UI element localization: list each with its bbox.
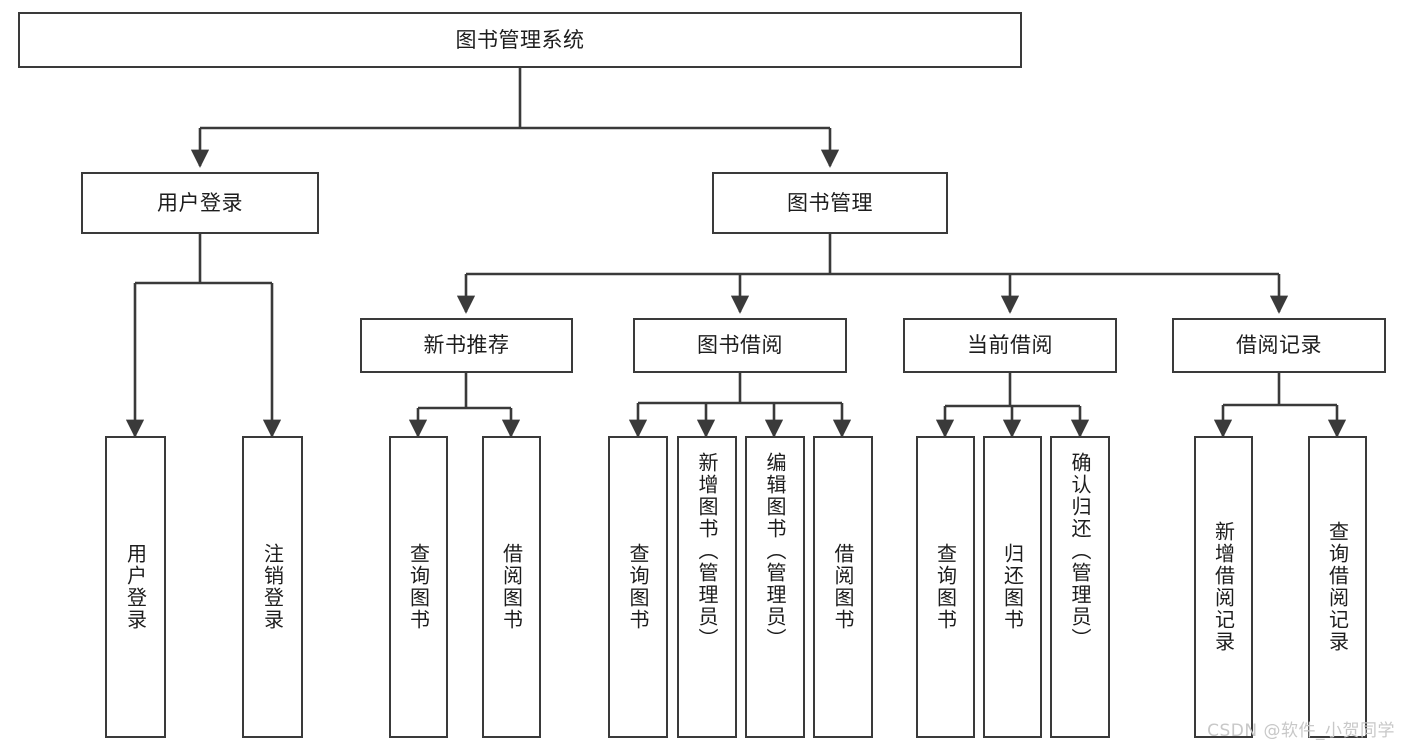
leaf-add-borrow-record-label: 新增借阅记录	[1211, 521, 1236, 653]
node-current-borrow-label: 当前借阅	[967, 333, 1053, 358]
node-book-manage-label: 图书管理	[787, 190, 873, 215]
node-new-book-recommend[interactable]: 新书推荐	[360, 318, 573, 373]
leaf-query-book-2[interactable]: 查询图书	[608, 436, 668, 738]
node-book-borrow[interactable]: 图书借阅	[633, 318, 847, 373]
leaf-query-book-3[interactable]: 查询图书	[916, 436, 975, 738]
leaf-confirm-return-admin[interactable]: 确认归还（管理员）	[1050, 436, 1110, 738]
leaf-add-book-admin-label: 新增图书（管理员）	[695, 452, 719, 650]
node-book-borrow-label: 图书借阅	[697, 333, 783, 358]
leaf-query-borrow-record-label: 查询借阅记录	[1325, 521, 1350, 653]
node-book-manage[interactable]: 图书管理	[712, 172, 948, 234]
node-root-label: 图书管理系统	[455, 27, 585, 52]
leaf-query-book-1[interactable]: 查询图书	[389, 436, 448, 738]
leaf-return-book-label: 归还图书	[1000, 543, 1025, 631]
csdn-watermark: CSDN @软件_小贺同学	[1207, 721, 1395, 741]
leaf-return-book[interactable]: 归还图书	[983, 436, 1042, 738]
node-root[interactable]: 图书管理系统	[18, 12, 1022, 68]
leaf-query-book-1-label: 查询图书	[406, 543, 431, 631]
node-borrow-record[interactable]: 借阅记录	[1172, 318, 1386, 373]
node-user-login-label: 用户登录	[157, 190, 243, 215]
node-borrow-record-label: 借阅记录	[1236, 333, 1322, 358]
leaf-borrow-book-1[interactable]: 借阅图书	[482, 436, 541, 738]
leaf-edit-book-admin-label: 编辑图书（管理员）	[763, 452, 787, 650]
leaf-confirm-return-admin-label: 确认归还（管理员）	[1068, 452, 1092, 650]
leaf-logout-login-label: 注销登录	[260, 543, 285, 631]
leaf-query-borrow-record[interactable]: 查询借阅记录	[1308, 436, 1367, 738]
leaf-borrow-book-1-label: 借阅图书	[499, 543, 524, 631]
leaf-add-borrow-record[interactable]: 新增借阅记录	[1194, 436, 1253, 738]
leaf-user-login[interactable]: 用户登录	[105, 436, 166, 738]
node-new-book-recommend-label: 新书推荐	[423, 333, 510, 358]
leaf-logout-login[interactable]: 注销登录	[242, 436, 303, 738]
node-user-login[interactable]: 用户登录	[81, 172, 319, 234]
leaf-user-login-label: 用户登录	[123, 543, 148, 631]
leaf-query-book-3-label: 查询图书	[933, 543, 958, 631]
leaf-add-book-admin[interactable]: 新增图书（管理员）	[677, 436, 737, 738]
leaf-query-book-2-label: 查询图书	[626, 543, 650, 631]
leaf-edit-book-admin[interactable]: 编辑图书（管理员）	[745, 436, 805, 738]
leaf-borrow-book-2-label: 借阅图书	[831, 543, 855, 631]
node-current-borrow[interactable]: 当前借阅	[903, 318, 1117, 373]
leaf-borrow-book-2[interactable]: 借阅图书	[813, 436, 873, 738]
